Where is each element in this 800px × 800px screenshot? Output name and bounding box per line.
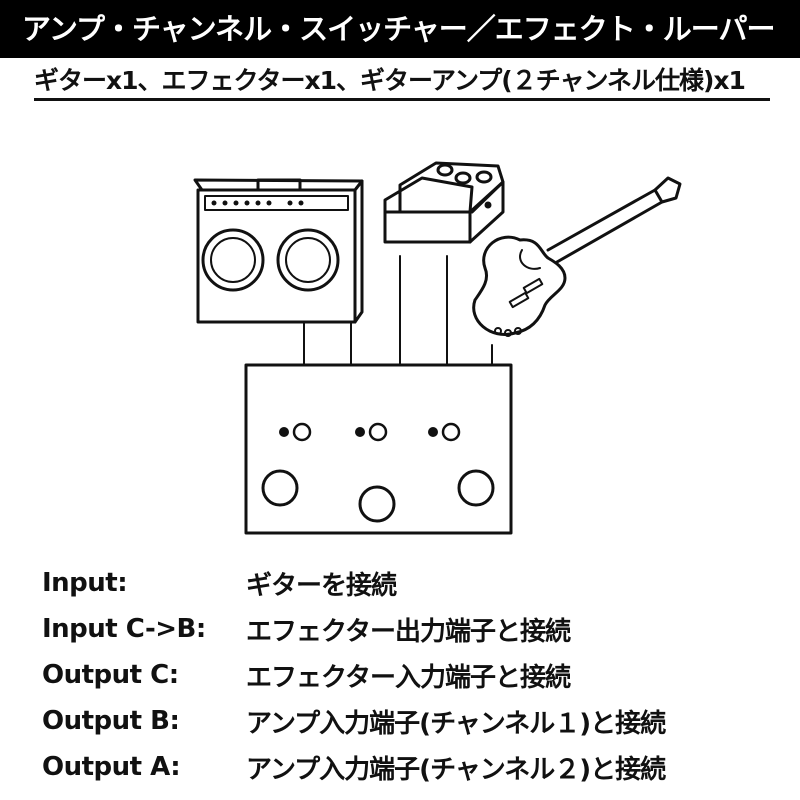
port-description: エフェクター出力端子と接続 <box>246 616 571 647</box>
port-description: エフェクター入力端子と接続 <box>246 662 571 693</box>
port-label: Output B: <box>42 706 180 736</box>
guitar-icon <box>472 176 682 337</box>
port-label: Input: <box>42 568 128 598</box>
port-label: Output A: <box>42 752 181 782</box>
amplifier-icon <box>193 178 364 324</box>
port-description: アンプ入力端子(チャンネル２)と接続 <box>246 754 666 785</box>
cable-lines <box>303 255 493 366</box>
connection-row: Input C->B: エフェクター出力端子と接続 <box>42 606 782 652</box>
connection-row: Output A: アンプ入力端子(チャンネル２)と接続 <box>42 744 782 790</box>
port-label: Output C: <box>42 660 179 690</box>
switcher-box <box>244 363 513 535</box>
port-label: Input C->B: <box>42 614 206 644</box>
connection-row: Output B: アンプ入力端子(チャンネル１)と接続 <box>42 698 782 744</box>
effector-pedal-icon <box>383 161 505 244</box>
connection-list: Input: ギターを接続 Input C->B: エフェクター出力端子と接続 … <box>42 560 782 790</box>
equipment-subtitle: ギターx1、エフェクターx1、ギターアンプ(２チャンネル仕様)x1 <box>34 66 770 101</box>
page-title: アンプ・チャンネル・スイッチャー／エフェクト・ルーパー <box>0 0 800 58</box>
port-description: ギターを接続 <box>246 570 397 601</box>
port-description: アンプ入力端子(チャンネル１)と接続 <box>246 708 666 739</box>
connection-row: Input: ギターを接続 <box>42 560 782 606</box>
connection-row: Output C: エフェクター入力端子と接続 <box>42 652 782 698</box>
connection-diagram <box>193 161 682 535</box>
